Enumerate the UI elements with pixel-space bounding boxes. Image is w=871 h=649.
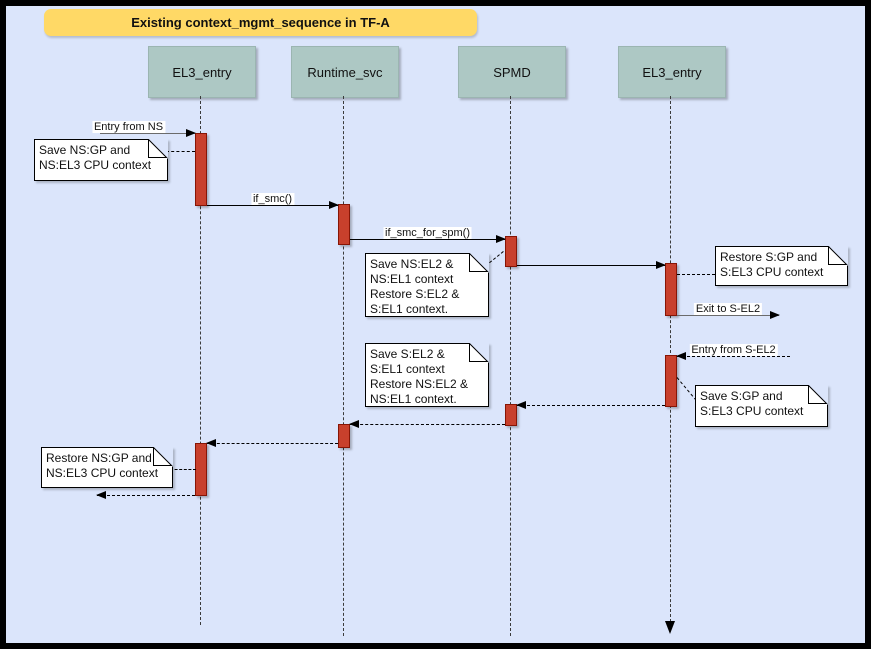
- activation-spmd-a: [505, 236, 517, 267]
- activation-el3-1-a: [195, 133, 207, 206]
- message-return-runtime-to-el3: [206, 439, 338, 447]
- message-entry-from-sel2: Entry from S-EL2: [676, 344, 790, 360]
- note-text: Restore NS:GP and NS:EL3 CPU context: [46, 451, 159, 480]
- activation-el3-1-b: [195, 443, 207, 496]
- message-if-smc: if_smc(): [207, 193, 339, 209]
- diagram-title: Existing context_mgmt_sequence in TF-A: [44, 9, 477, 36]
- lifeline-header-el3-entry-1: EL3_entry: [148, 46, 256, 98]
- message-return-el3-to-spmd: [516, 401, 665, 409]
- note-restore-ns-gp: Restore NS:GP and NS:EL3 CPU context: [41, 447, 173, 488]
- lifeline-header-spmd: SPMD: [458, 46, 566, 98]
- arrowhead-right-icon: [496, 235, 506, 243]
- note-text: Save S:GP and S:EL3 CPU context: [700, 389, 804, 418]
- message-label: Exit to S-EL2: [693, 303, 763, 315]
- note-text: Save S:EL2 & S:EL1 context Restore NS:EL…: [370, 347, 469, 406]
- message-label: if_smc(): [250, 193, 295, 205]
- note-fold-icon: [153, 447, 173, 467]
- message-label: Entry from S-EL2: [689, 344, 778, 356]
- lifeline-spmd: [510, 96, 511, 636]
- note-connector: [170, 469, 196, 470]
- message-label: Entry from NS: [91, 121, 166, 133]
- note-fold-icon: [469, 253, 489, 273]
- note-text: Save NS:EL2 & NS:EL1 context Restore S:E…: [370, 257, 460, 316]
- activation-el3-2-a: [665, 263, 677, 316]
- message-return-to-ns: [96, 491, 195, 499]
- note-save-s-gp: Save S:GP and S:EL3 CPU context: [695, 385, 828, 427]
- note-text: Restore S:GP and S:EL3 CPU context: [720, 250, 824, 279]
- lifeline-header-runtime-svc: Runtime_svc: [291, 46, 399, 98]
- sequence-diagram-canvas: Existing context_mgmt_sequence in TF-A E…: [6, 6, 865, 643]
- note-text: Save NS:GP and NS:EL3 CPU context: [39, 143, 152, 172]
- lifeline-label: SPMD: [493, 64, 531, 80]
- lifeline-label: Runtime_svc: [307, 64, 383, 80]
- arrowhead-left-icon: [206, 439, 216, 447]
- note-fold-icon: [469, 343, 489, 363]
- arrowhead-right-icon: [656, 261, 666, 269]
- note-connector: [677, 274, 715, 275]
- arrowhead-left-icon: [349, 420, 359, 428]
- lifeline-runtime-svc: [343, 96, 344, 636]
- message-if-smc-for-spm: if_smc_for_spm(): [350, 227, 506, 243]
- activation-runtime-svc-a: [338, 204, 350, 245]
- activation-spmd-b: [505, 404, 517, 426]
- note-fold-icon: [828, 246, 848, 266]
- lifeline-label: EL3_entry: [642, 64, 702, 80]
- note-fold-icon: [808, 385, 828, 405]
- note-fold-icon: [148, 139, 168, 159]
- activation-runtime-svc-b: [338, 424, 350, 448]
- arrowhead-left-icon: [516, 401, 526, 409]
- note-connector: [166, 151, 195, 152]
- arrowhead-right-icon: [770, 311, 780, 319]
- lifeline-end-arrow-icon: [665, 621, 675, 634]
- arrowhead-right-icon: [186, 129, 196, 137]
- lifeline-el3-entry-1: [200, 96, 201, 625]
- lifeline-label: EL3_entry: [172, 64, 232, 80]
- arrowhead-right-icon: [329, 201, 339, 209]
- arrowhead-left-icon: [96, 491, 106, 499]
- activation-el3-2-b: [665, 355, 677, 407]
- message-label: if_smc_for_spm(): [383, 227, 472, 239]
- note-save-s-el2: Save S:EL2 & S:EL1 context Restore NS:EL…: [365, 343, 489, 407]
- note-save-ns-gp: Save NS:GP and NS:EL3 CPU context: [34, 139, 168, 181]
- message-return-spmd-to-runtime: [349, 420, 505, 428]
- message-exit-to-sel2: Exit to S-EL2: [677, 303, 780, 319]
- message-spmd-to-el3: [517, 261, 666, 269]
- note-restore-s-gp: Restore S:GP and S:EL3 CPU context: [715, 246, 848, 286]
- lifeline-header-el3-entry-2: EL3_entry: [618, 46, 726, 98]
- note-connector: [676, 377, 697, 401]
- arrowhead-left-icon: [676, 352, 686, 360]
- message-entry-from-ns: Entry from NS: [91, 121, 196, 137]
- note-save-ns-el2: Save NS:EL2 & NS:EL1 context Restore S:E…: [365, 253, 489, 317]
